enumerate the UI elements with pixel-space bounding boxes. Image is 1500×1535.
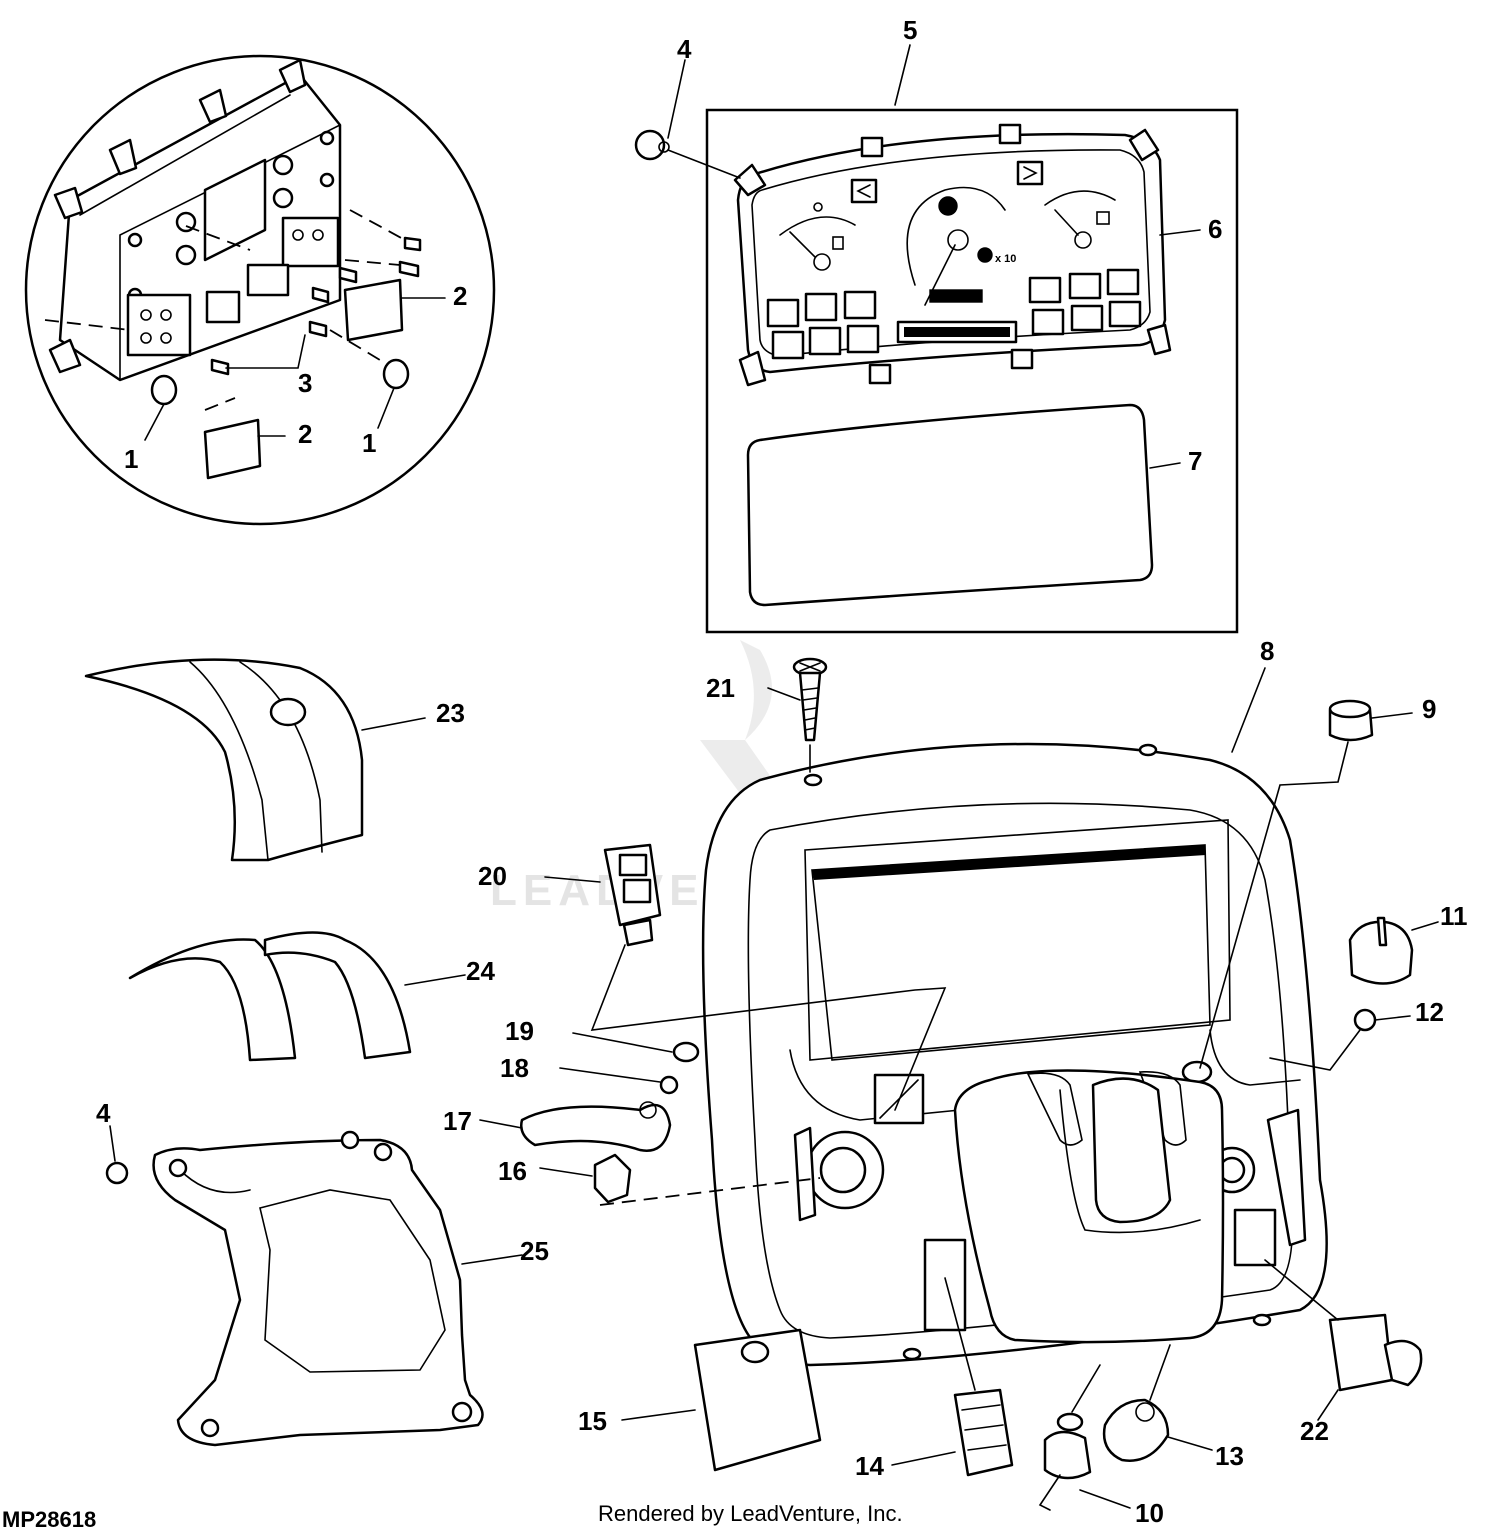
callout-4: 4 (677, 34, 692, 64)
dash-housing (701, 742, 1328, 1367)
callout-16: 16 (498, 1156, 527, 1186)
leader-4 (667, 59, 686, 139)
leader-5 (894, 44, 911, 106)
callout-15: 15 (578, 1406, 607, 1436)
leader-7 (1149, 462, 1181, 469)
part-11-12-knob (1269, 916, 1439, 1071)
callout-21: 21 (706, 673, 735, 703)
callout-17: 17 (443, 1106, 472, 1136)
leader-8 (1231, 667, 1266, 753)
callout-12: 12 (1415, 997, 1444, 1027)
callout-labels: 1 1 2 2 3 4 4 5 6 7 8 9 10 11 12 13 14 1… (96, 15, 1468, 1528)
render-credit: Rendered by LeadVenture, Inc. (598, 1501, 903, 1526)
callout-5: 5 (903, 15, 917, 45)
lens-cover (746, 403, 1154, 607)
callout-4: 4 (96, 1098, 111, 1128)
nut-4-top (634, 129, 741, 179)
indicator-lights (766, 268, 1142, 360)
switch-10 (1038, 1364, 1131, 1511)
connector-14 (891, 1277, 1014, 1477)
callout-10: 10 (1135, 1498, 1164, 1528)
callout-11: 11 (1440, 901, 1468, 931)
callout-14: 14 (855, 1451, 884, 1481)
grommet-13 (1102, 1344, 1213, 1462)
callout-25: 25 (520, 1236, 549, 1266)
screw-21 (767, 657, 828, 773)
callout-9: 9 (1422, 694, 1436, 724)
callout-20: 20 (478, 861, 507, 891)
callout-6: 6 (1208, 214, 1222, 244)
drawing-code: MP28618 (2, 1507, 96, 1532)
callout-23: 23 (436, 698, 465, 728)
callout-13: 13 (1215, 1441, 1244, 1471)
callout-1: 1 (362, 428, 376, 458)
lower-panel-25 (105, 1125, 523, 1447)
callout-8: 8 (1260, 636, 1274, 666)
leader-6 (1159, 229, 1201, 236)
instrument-cluster: x 10 (733, 123, 1172, 387)
callout-2: 2 (298, 419, 312, 449)
cluster-back-detail (24, 54, 496, 526)
knob-assembly-16-19 (479, 1032, 821, 1206)
callout-19: 19 (505, 1016, 534, 1046)
callout-24: 24 (466, 956, 495, 986)
callout-7: 7 (1188, 446, 1202, 476)
callout-2: 2 (453, 281, 467, 311)
multiplier-label: x 10 (995, 253, 1016, 265)
cover-23 (84, 658, 426, 862)
strap-24 (128, 931, 466, 1062)
callout-1: 1 (124, 444, 138, 474)
switch-22 (1264, 1259, 1423, 1421)
part-9-cap (1199, 699, 1413, 1069)
callout-22: 22 (1300, 1416, 1329, 1446)
callout-18: 18 (500, 1053, 529, 1083)
callout-3: 3 (298, 368, 312, 398)
module-15 (621, 1328, 822, 1472)
switch-20 (544, 843, 947, 1111)
